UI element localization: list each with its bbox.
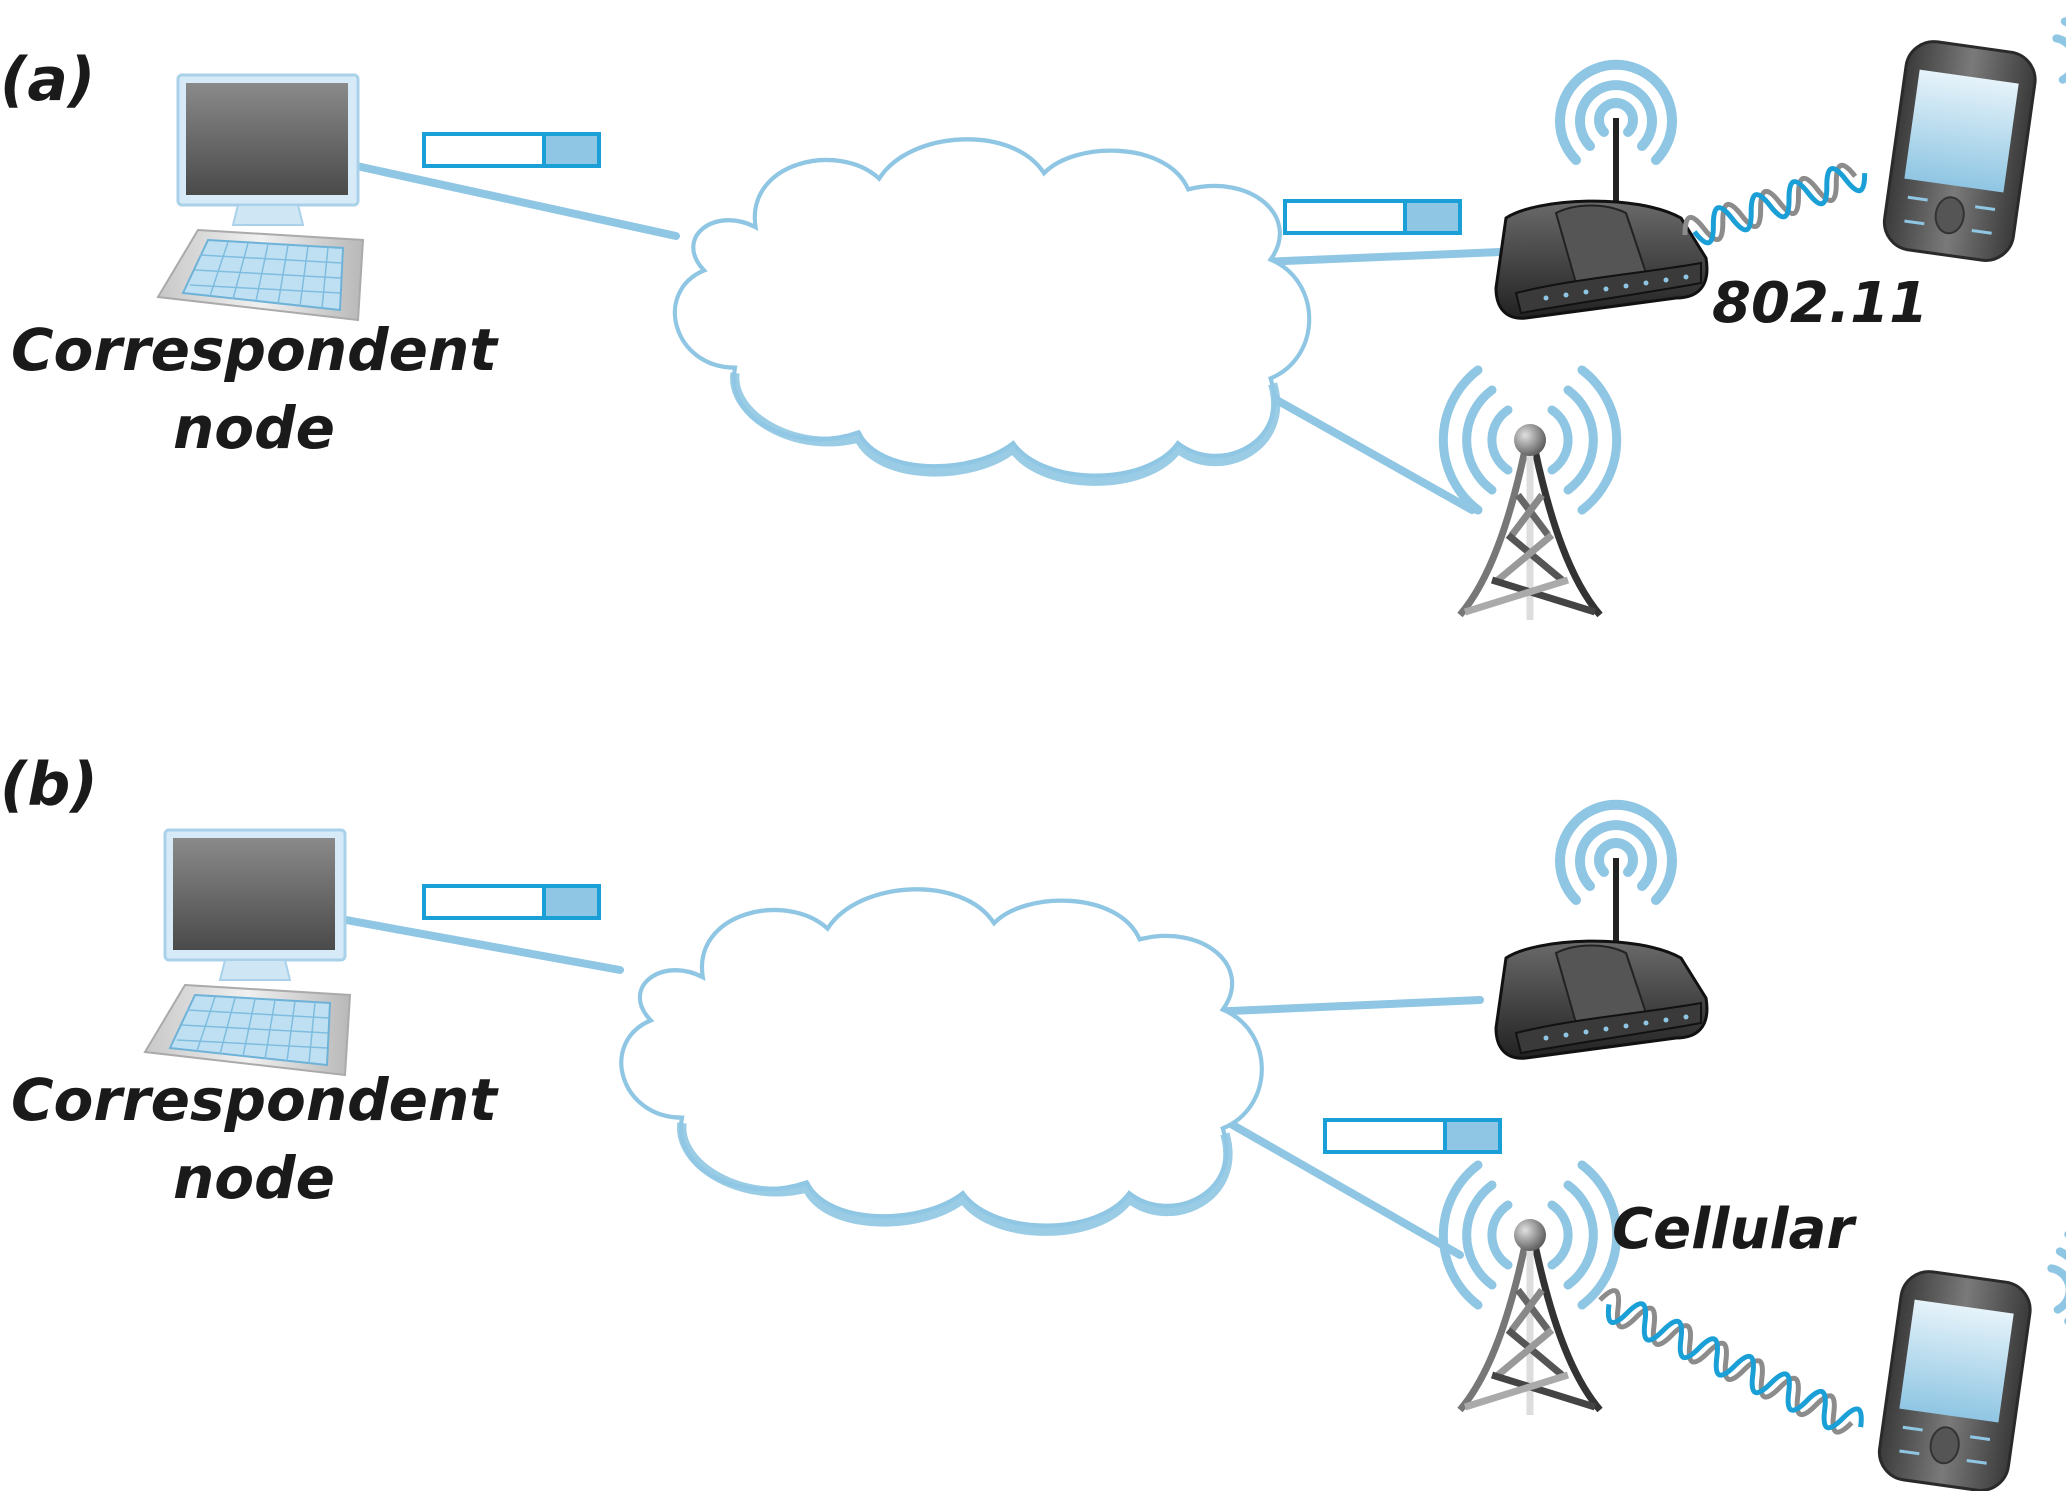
link-internet-to-tower bbox=[1206, 1108, 1464, 1259]
correspondent-computer-icon bbox=[156, 73, 365, 322]
cell-tower-icon bbox=[1443, 370, 1616, 620]
link-correspondent-to-internet bbox=[331, 914, 624, 974]
panel-b-links bbox=[331, 914, 1484, 1259]
link-internet-to-router bbox=[1204, 996, 1484, 1016]
cell-tower-icon bbox=[1443, 1165, 1616, 1415]
panel-b: (b) Correspondent node Cellular bbox=[0, 750, 2066, 1491]
wifi-router-icon bbox=[1496, 858, 1707, 1058]
cellular-label: Cellular bbox=[1612, 1197, 1857, 1262]
mobile-phone-icon bbox=[1876, 1213, 2066, 1491]
correspondent-label-line1: Correspondent bbox=[11, 316, 499, 384]
link-internet-to-tower bbox=[1246, 381, 1476, 514]
correspondent-label-line1: Correspondent bbox=[11, 1066, 499, 1134]
wifi-router-icon bbox=[1496, 118, 1707, 318]
internet-cloud bbox=[621, 889, 1261, 1231]
wifi-label: 802.11 bbox=[1712, 271, 1928, 336]
datagram-packet-icon bbox=[1323, 1118, 1502, 1154]
datagram-packet-icon bbox=[1283, 199, 1462, 235]
correspondent-label-line2: node bbox=[173, 394, 335, 462]
datagram-packet-icon bbox=[422, 884, 601, 920]
link-internet-to-router bbox=[1258, 248, 1504, 266]
link-correspondent-to-internet bbox=[348, 161, 680, 240]
panel-a: (a) Correspondent node 802.11 bbox=[0, 0, 2066, 620]
internet-cloud bbox=[675, 139, 1309, 481]
wifi-radio-wave bbox=[1682, 162, 1868, 246]
panel-b-label: (b) bbox=[0, 750, 98, 820]
correspondent-computer-icon bbox=[143, 828, 352, 1077]
cellular-radio-wave bbox=[1598, 1288, 1864, 1435]
datagram-packet-icon bbox=[422, 132, 601, 168]
mobile-phone-icon bbox=[1881, 0, 2066, 273]
correspondent-label-line2: node bbox=[173, 1144, 335, 1212]
panel-a-links bbox=[348, 161, 1504, 514]
panel-a-label: (a) bbox=[0, 45, 95, 115]
